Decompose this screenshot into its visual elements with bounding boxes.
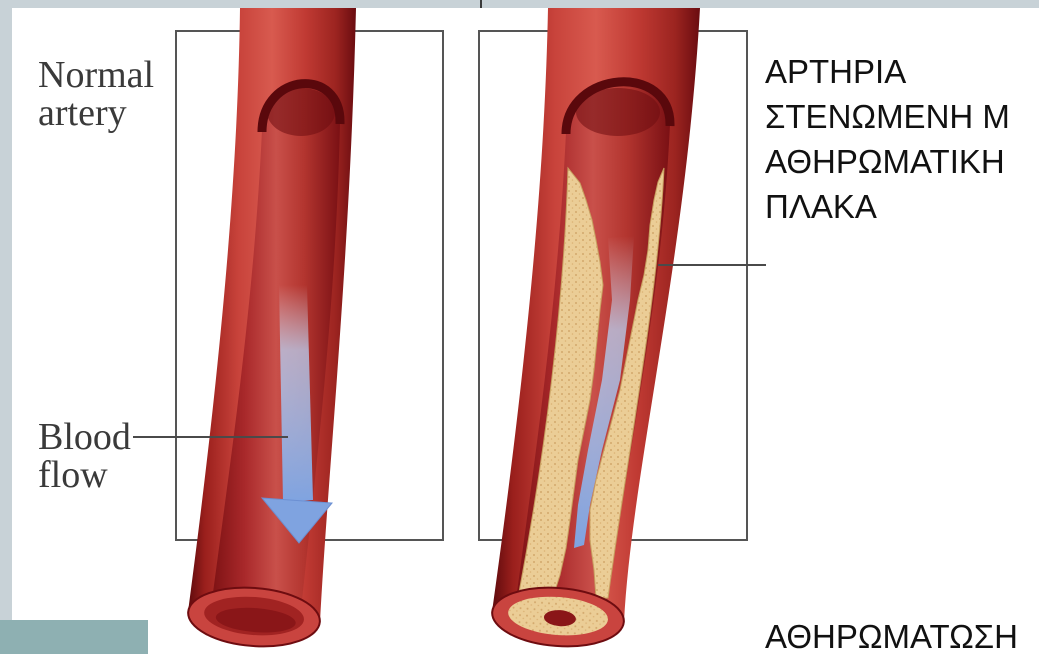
normal-artery-label-line: artery [38,94,154,132]
plaque-caption-line: ΣΤΕΝΩΜΕΝΗ Μ [765,94,1010,139]
plaque-caption-line: ΑΡΤΗΡΙΑ [765,49,1010,94]
blood-flow-arrow-shaft [279,285,313,502]
normal-artery-label: Normal artery [38,56,154,132]
slide-title: ΑΘΗΡΩΜΑΤΩΣΗ [765,622,1018,652]
normal-artery-label-line: Normal [38,56,154,94]
blood-flow-label: Blood flow [38,418,131,494]
blood-flow-label-line: Blood [38,418,131,456]
slide-left-band [0,0,12,654]
narrowed-artery-illustration [490,8,700,651]
slide-top-band [0,0,1039,8]
plaque-caption-line: ΑΘΗΡΩΜΑΤΙΚΗ [765,139,1010,184]
top-tick-mark [480,0,482,8]
blood-flow-label-line: flow [38,456,131,494]
slide-corner-block [0,620,148,654]
plaque-caption-line: ΠΛΑΚΑ [765,184,1010,229]
normal-artery-illustration [186,8,356,651]
plaque-caption: ΑΡΤΗΡΙΑ ΣΤΕΝΩΜΕΝΗ Μ ΑΘΗΡΩΜΑΤΙΚΗ ΠΛΑΚΑ [765,49,1010,229]
